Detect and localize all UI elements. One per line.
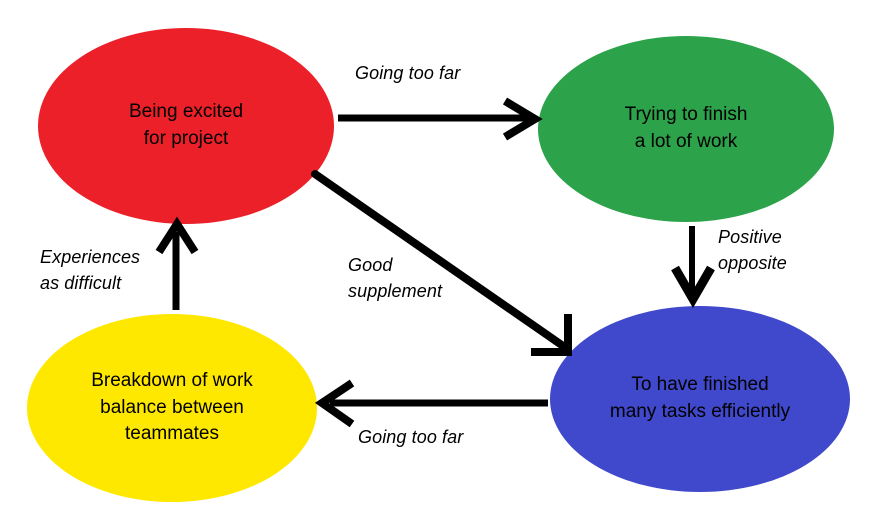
node-trying-to-finish[interactable]: Trying to finish a lot of work <box>538 36 834 222</box>
edge-label-good-supplement: Good supplement <box>348 255 443 302</box>
node-breakdown-of-work[interactable]: Breakdown of work balance between teamma… <box>27 314 317 502</box>
edge-label-going-too-far-bottom: Going too far <box>358 427 464 447</box>
node-label-being-excited: Being excited for project <box>128 101 244 149</box>
arrow-trying-to-finished <box>671 226 715 308</box>
arrow-excited-to-finished <box>311 170 572 356</box>
arrow-excited-to-trying <box>338 97 543 141</box>
node-to-have-finished[interactable]: To have finished many tasks efficiently <box>550 306 850 492</box>
node-label-trying-to-finish: Trying to finish a lot of work <box>624 104 748 152</box>
arrow-breakdown-to-excited <box>155 216 199 310</box>
node-label-to-have-finished: To have finished many tasks efficiently <box>609 374 791 422</box>
node-being-excited[interactable]: Being excited for project <box>38 28 334 224</box>
arrow-finished-to-breakdown <box>314 379 548 428</box>
edge-label-positive-opposite: Positive opposite <box>718 227 787 274</box>
edge-label-experiences-as-difficult: Experiences as difficult <box>40 247 141 294</box>
edge-label-going-too-far-top: Going too far <box>355 63 461 83</box>
node-label-breakdown-of-work: Breakdown of work balance between teamma… <box>91 369 253 445</box>
